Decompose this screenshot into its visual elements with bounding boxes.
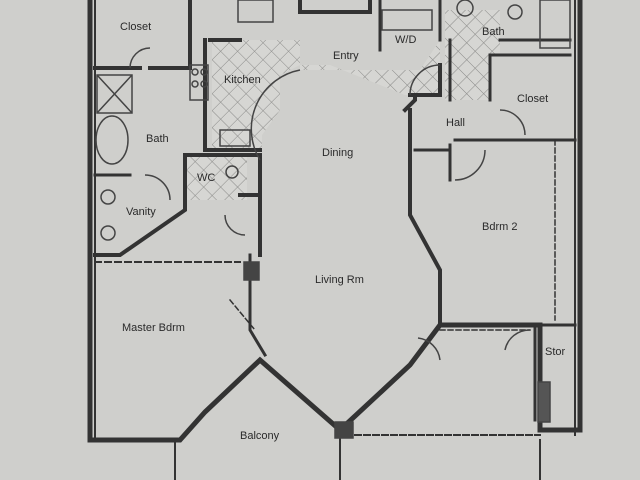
room-label-dining: Dining [322, 147, 354, 159]
room-label-bdrm-2: Bdrm 2 [482, 221, 518, 233]
room-label-entry: Entry [333, 50, 359, 62]
room-label-kitchen: Kitchen [224, 74, 261, 86]
room-label-master-bdrm: Master Bdrm [122, 322, 185, 334]
room-label-bath-2: Bath [482, 26, 505, 38]
room-label-living-rm: Living Rm [315, 274, 364, 286]
room-label-stor: Stor [545, 346, 566, 358]
room-label-hall: Hall [446, 117, 465, 129]
toilet-icon [225, 165, 239, 179]
room-label-wc: WC [197, 172, 216, 184]
room-label-wd: W/D [395, 34, 417, 46]
bathtub-icon [95, 115, 129, 165]
room-label-balcony: Balcony [240, 430, 280, 442]
room-label-closet: Closet [120, 21, 152, 33]
walls [87, 0, 583, 480]
tile-floor [187, 10, 500, 200]
room-label-closet-2: Closet [517, 93, 549, 105]
fixtures [95, 0, 571, 439]
room-label-bath: Bath [146, 133, 169, 145]
room-label-vanity: Vanity [126, 206, 156, 218]
sink-icon [100, 189, 116, 205]
